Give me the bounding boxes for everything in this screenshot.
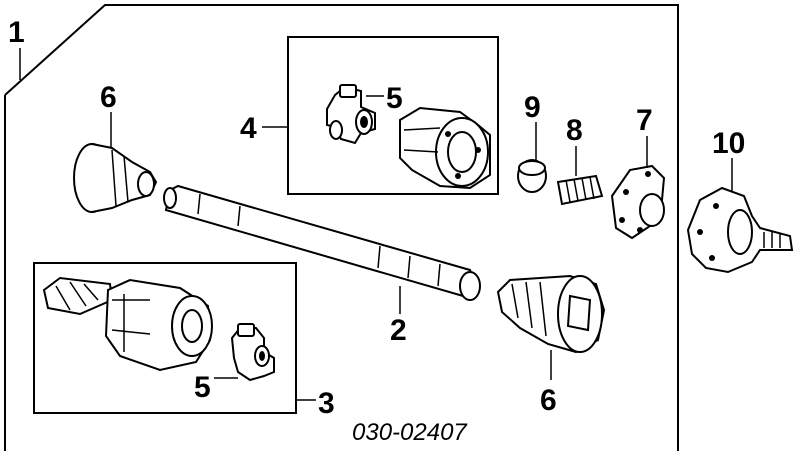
callout-5-bottom: 5: [194, 371, 211, 404]
callout-3: 3: [318, 387, 335, 420]
callout-6-top: 6: [100, 81, 117, 114]
drive-shaft: [163, 184, 481, 301]
callout-1: 1: [8, 16, 25, 49]
wheel-hub: [686, 186, 794, 274]
flange: [610, 164, 666, 240]
callout-2: 2: [390, 314, 407, 347]
callout-7: 7: [636, 104, 653, 137]
callout-4: 4: [240, 112, 257, 145]
callout-9: 9: [524, 91, 541, 124]
callout-10: 10: [712, 127, 745, 160]
callout-8: 8: [566, 114, 583, 147]
diagram-code: 030-02407: [352, 419, 468, 446]
spring: [556, 174, 604, 206]
inner-joint-box-bottom: [33, 262, 297, 414]
callout-6-bottom: 6: [540, 384, 557, 417]
callout-5-top: 5: [386, 82, 403, 115]
joint-housing-top: [399, 106, 491, 190]
inner-joint-box-top: [287, 36, 499, 195]
cv-boot-top: [73, 143, 158, 213]
cv-boot-bottom: [496, 274, 606, 354]
assembly-outline: [4, 4, 679, 451]
joint-housing-bottom: [42, 276, 213, 372]
tripod-spider-top: [326, 84, 376, 145]
tripod-spider-bottom: [230, 323, 275, 382]
snap-ring: [517, 159, 547, 193]
